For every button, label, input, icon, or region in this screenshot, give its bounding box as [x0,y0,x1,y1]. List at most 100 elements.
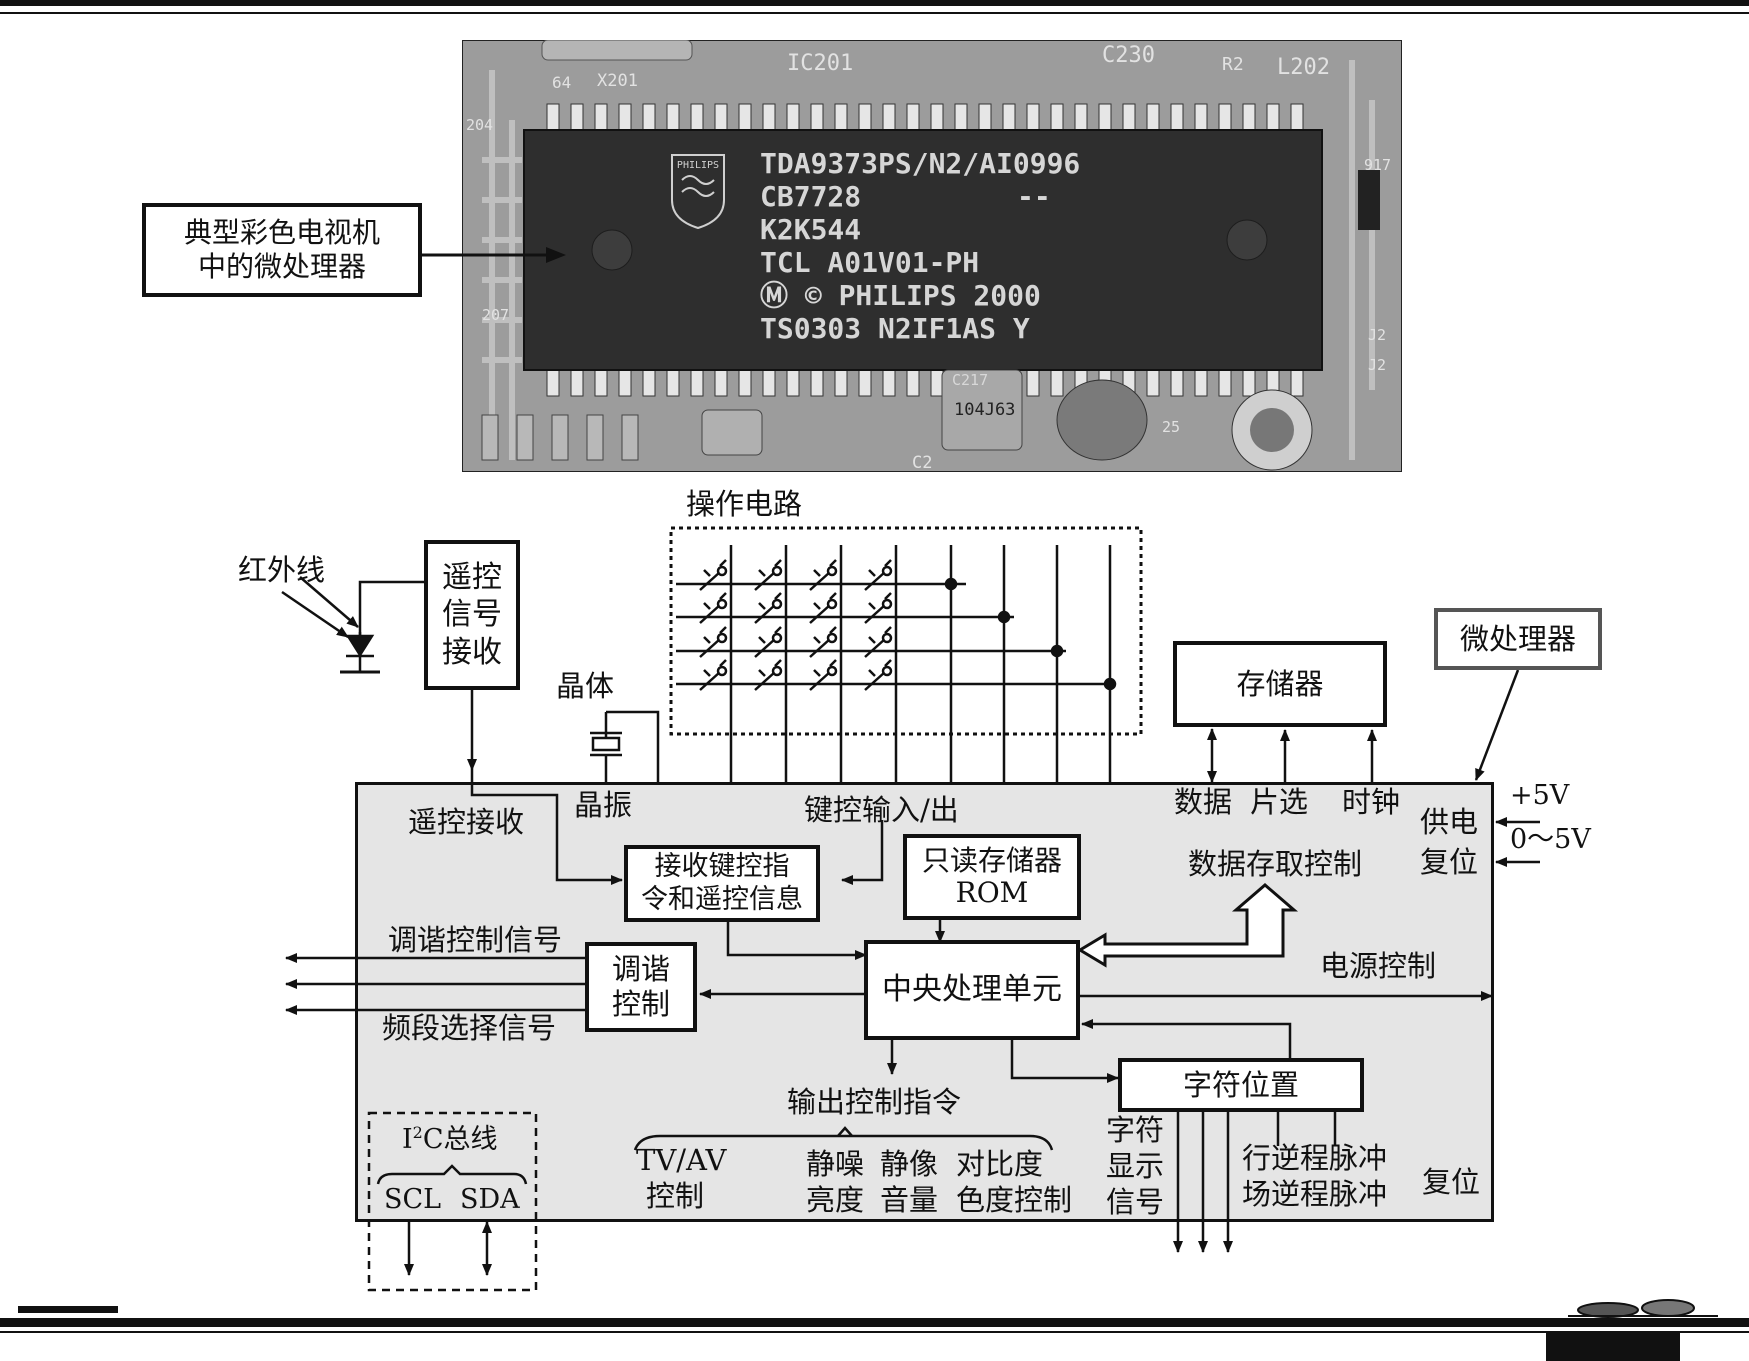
pcb-ic-label: IC201 [787,51,853,76]
color-control-label: 色度控制 [956,1183,1073,1217]
contrast-label: 对比度 [956,1147,1044,1181]
memory-box-label: 存储器 [1236,666,1324,701]
chip-line-4: TCL A01V01-PH [760,246,979,279]
key-receive-line-1: 接收键控指 [654,851,790,883]
key-matrix-junction [997,610,1011,624]
pcb-c2-label: C2 [912,453,932,472]
key-switch-contact [771,598,783,610]
key-switch [864,626,892,658]
pcb-25-label: 25 [1162,418,1180,436]
char-display-line-1: 字符 [1106,1113,1165,1147]
h-flyback-label: 行逆程脉冲 [1242,1141,1388,1175]
top-rule-thin [0,12,1749,14]
remote-receiver-line-2: 信号 [442,597,502,633]
chip-line-6: TS0303 N2IF1AS Y [760,312,1030,345]
remote-receiver-line-3: 接收 [442,634,502,670]
microprocessor-label-text: 微处理器 [1459,621,1576,656]
tuning-line-1: 调谐 [611,952,670,987]
key-switch-contact [771,632,783,644]
key-switch-contact [881,598,893,610]
top-rule [0,0,1749,6]
pcb-c217-label: C217 [952,371,988,389]
mem-data-label: 数据 [1174,785,1233,819]
pcb-j2a-label: J2 [1368,326,1386,344]
char-display-line-3: 信号 [1106,1185,1165,1219]
tv-av-control-label: 控制 [646,1179,705,1213]
data-access-label: 数据存取控制 [1188,847,1363,881]
key-switch-contact [771,665,783,677]
key-matrix-junction [944,577,958,591]
rom-box: 只读存储器 ROM [903,834,1081,920]
key-receive-box: 接收键控指 令和遥控信息 [624,845,820,922]
reset-out-label: 复位 [1422,1165,1481,1199]
mem-chip-select-label: 片选 [1250,785,1309,819]
scl-label: SCL [384,1184,442,1215]
callout-line-2: 中的微处理器 [197,250,366,283]
plus5v-label: +5V [1510,780,1570,811]
key-switch [754,559,782,591]
tv-av-label: TV/AV [636,1143,727,1177]
key-switch [864,592,892,624]
tuning-line-2: 控制 [611,987,670,1021]
remote-receive-label: 遥控接收 [408,805,525,839]
reset-in-label: 复位 [1420,845,1479,879]
key-switch [754,659,782,691]
footer-rule [0,1318,1749,1327]
cpu-box-label: 中央处理单元 [882,972,1062,1007]
microprocessor-label-box: 微处理器 [1434,608,1602,670]
resistors [481,414,639,461]
remote-receiver-box: 遥控 信号 接收 [424,540,520,690]
key-switch [754,626,782,658]
tuning-signal-label: 调谐控制信号 [388,923,563,957]
crystal-label: 晶体 [556,669,615,703]
power-control-label: 电源控制 [1320,949,1437,983]
char-position-box: 字符位置 [1118,1058,1364,1112]
volume-label: 音量 [880,1183,939,1217]
sda-label: SDA [460,1184,520,1215]
chip-line-2: CB7728 [760,180,861,213]
key-switch [864,659,892,691]
pcb-917-label: 917 [1364,156,1391,174]
infrared-label: 红外线 [238,553,326,587]
mem-clock-label: 时钟 [1342,785,1401,819]
pcb-207-label: 207 [482,306,509,324]
key-switch [699,592,727,624]
chip-dash: -- [1017,180,1051,213]
key-switch-contact [826,632,838,644]
pcb-inductor-label: L202 [1277,55,1330,80]
char-position-label: 字符位置 [1182,1067,1299,1102]
pcb-204-label: 204 [466,116,493,134]
key-switch [809,626,837,658]
rom-line-2: ROM [955,876,1029,909]
i2c-bus-superscript: 2 [412,1123,423,1142]
brightness-label: 亮度 [806,1183,865,1217]
chip-line-3: K2K544 [760,213,861,246]
pcb-j2b-label: J2 [1368,356,1386,374]
chip-line-1: TDA9373PS/N2/AI0996 [760,147,1080,180]
key-switch-contact [716,665,728,677]
key-switch [699,626,727,658]
key-switch-contact [826,598,838,610]
i2c-bus-suffix: C总线 [422,1124,498,1155]
i2c-bus-label: I2C总线 [402,1123,498,1155]
power-supply-label: 供电 [1420,805,1479,839]
data-access-arrow [1077,883,1299,968]
footer-block [1546,1333,1680,1361]
key-switch [809,659,837,691]
callout-box: 典型彩色电视机 中的微处理器 [142,203,422,297]
v-flyback-label: 场逆程脉冲 [1242,1177,1388,1211]
remote-receiver-line-1: 遥控 [442,559,502,595]
callout-arrow [422,247,566,263]
pcb-64-label: 64 [552,73,571,92]
pcb-r2-label: R2 [1222,54,1244,75]
key-switch [699,659,727,691]
footer-rule-thin [0,1331,1749,1333]
key-switch-contact [771,565,783,577]
char-display-line-2: 显示 [1106,1149,1165,1183]
zero-to-5v-label: 0～5V [1510,824,1591,855]
key-switch-contact [716,565,728,577]
key-matrix [676,545,1117,782]
rom-line-1: 只读存储器 [921,843,1062,877]
crystal-osc-label: 晶振 [574,788,633,822]
